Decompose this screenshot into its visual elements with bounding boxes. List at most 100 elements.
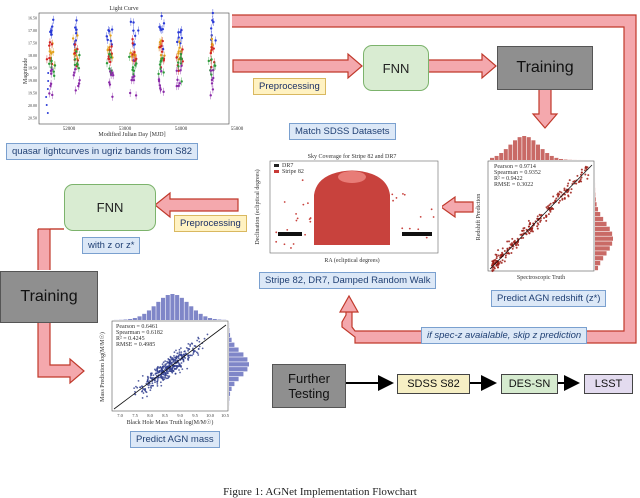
skymap-title: Sky Coverage for Stripe 82 and DR7: [308, 153, 397, 160]
lightcurve-point: [73, 72, 75, 74]
lightcurve-point: [213, 47, 215, 49]
lightcurve-ytick: 19.00: [28, 78, 37, 83]
skymap-point: [391, 193, 393, 195]
lightcurve-point: [212, 77, 214, 79]
lightcurve-ytick: 17.50: [28, 41, 37, 46]
redshift-point: [581, 171, 583, 173]
mass-hist-bar: [229, 343, 234, 347]
mass-point: [135, 386, 137, 388]
mass-point: [162, 366, 164, 368]
lightcurve-point: [107, 29, 109, 31]
redshift-point: [545, 214, 547, 216]
mass-hist-bar: [199, 314, 203, 320]
lightcurve-point: [131, 53, 133, 55]
lightcurve-point: [177, 61, 179, 63]
lightcurve-point: [51, 94, 53, 96]
mass-point: [143, 392, 145, 394]
lightcurve-point: [53, 70, 55, 72]
redshift-hist-bar: [595, 202, 597, 206]
mass-hist-bar: [161, 298, 165, 320]
redshift-hist-bar: [522, 136, 526, 160]
label-preprocessing-mid: Preprocessing: [174, 215, 247, 232]
lightcurve-xtick: 55000: [231, 127, 244, 132]
lightcurve-point: [47, 88, 49, 90]
lightcurve-point: [110, 40, 112, 42]
lightcurve-ytick: 19.50: [28, 91, 37, 96]
redshift-point: [559, 200, 561, 202]
redshift-point: [516, 242, 518, 244]
lightcurve-point: [211, 82, 213, 84]
mass-xtick: 9.0: [177, 413, 183, 418]
lightcurve-point: [212, 69, 214, 71]
redshift-point: [514, 240, 516, 242]
lightcurve-point: [74, 68, 76, 70]
redshift-point: [549, 211, 551, 213]
redshift-hist-bar: [508, 145, 512, 160]
skymap-point: [307, 202, 309, 204]
lightcurve-point: [210, 52, 212, 54]
lightcurve-point: [130, 21, 132, 23]
skymap-point: [297, 218, 299, 220]
mass-point: [150, 377, 152, 379]
lightcurve-point: [182, 60, 184, 62]
redshift-point: [548, 204, 550, 206]
mass-hist-bar: [213, 319, 217, 320]
skymap-point: [396, 197, 398, 199]
lightcurve-point: [176, 41, 178, 43]
skymap-point: [275, 241, 277, 243]
mass-hist-bar: [229, 333, 230, 337]
lightcurve-point: [74, 64, 76, 66]
mass-point: [147, 376, 149, 378]
lightcurve-point: [106, 62, 108, 64]
lightcurve-point: [180, 80, 182, 82]
mass-point: [141, 385, 143, 387]
mass-point: [174, 351, 176, 353]
skymap-point: [293, 243, 295, 245]
mass-point: [180, 351, 182, 353]
redshift-point: [506, 240, 508, 242]
mass-point: [168, 359, 170, 361]
lightcurve-point: [210, 69, 212, 71]
redshift-point: [586, 178, 588, 180]
lightcurve-point: [47, 72, 49, 74]
mass-point: [154, 380, 156, 382]
mass-point: [159, 370, 161, 372]
redshift-point: [531, 230, 533, 232]
lightcurve-point: [133, 79, 135, 81]
lightcurve-point: [111, 28, 113, 30]
mass-point: [168, 368, 170, 370]
redshift-point: [492, 270, 494, 272]
skymap-point: [302, 179, 304, 181]
lightcurve-point: [129, 92, 131, 94]
lightcurve-point: [128, 56, 130, 58]
training-left: Training: [0, 271, 98, 323]
lightcurve-point: [109, 34, 111, 36]
redshift-point: [528, 226, 530, 228]
lightcurve-point: [47, 112, 49, 114]
mass-hist-bar: [229, 338, 232, 342]
mass-point: [190, 354, 192, 356]
mass-point: [146, 396, 148, 398]
lightcurve-xlabel: Modified Julian Day [MJD]: [98, 131, 165, 138]
redshift-point: [536, 225, 538, 227]
skymap-point: [401, 227, 403, 229]
lightcurve-point: [208, 60, 210, 62]
skymap-point: [426, 237, 428, 239]
redshift-hist-bar: [595, 217, 603, 221]
mass-point: [148, 387, 150, 389]
mass-point: [157, 370, 159, 372]
lightcurve-point: [131, 38, 133, 40]
redshift-point: [545, 220, 547, 222]
mass-point: [167, 375, 169, 377]
redshift-hist-bar: [518, 137, 522, 160]
lightcurve-point: [159, 46, 161, 48]
redshift-point: [496, 257, 498, 259]
mass-point: [197, 354, 199, 356]
mass-hist-bar: [147, 310, 151, 320]
skymap-plot: Sky Coverage for Stripe 82 and DR7 Decli…: [252, 150, 442, 265]
skymap-point: [284, 201, 286, 203]
lightcurve-point: [160, 54, 162, 56]
mass-hist-bar: [229, 357, 247, 361]
redshift-hist-bar: [499, 153, 503, 160]
mass-point: [165, 377, 167, 379]
